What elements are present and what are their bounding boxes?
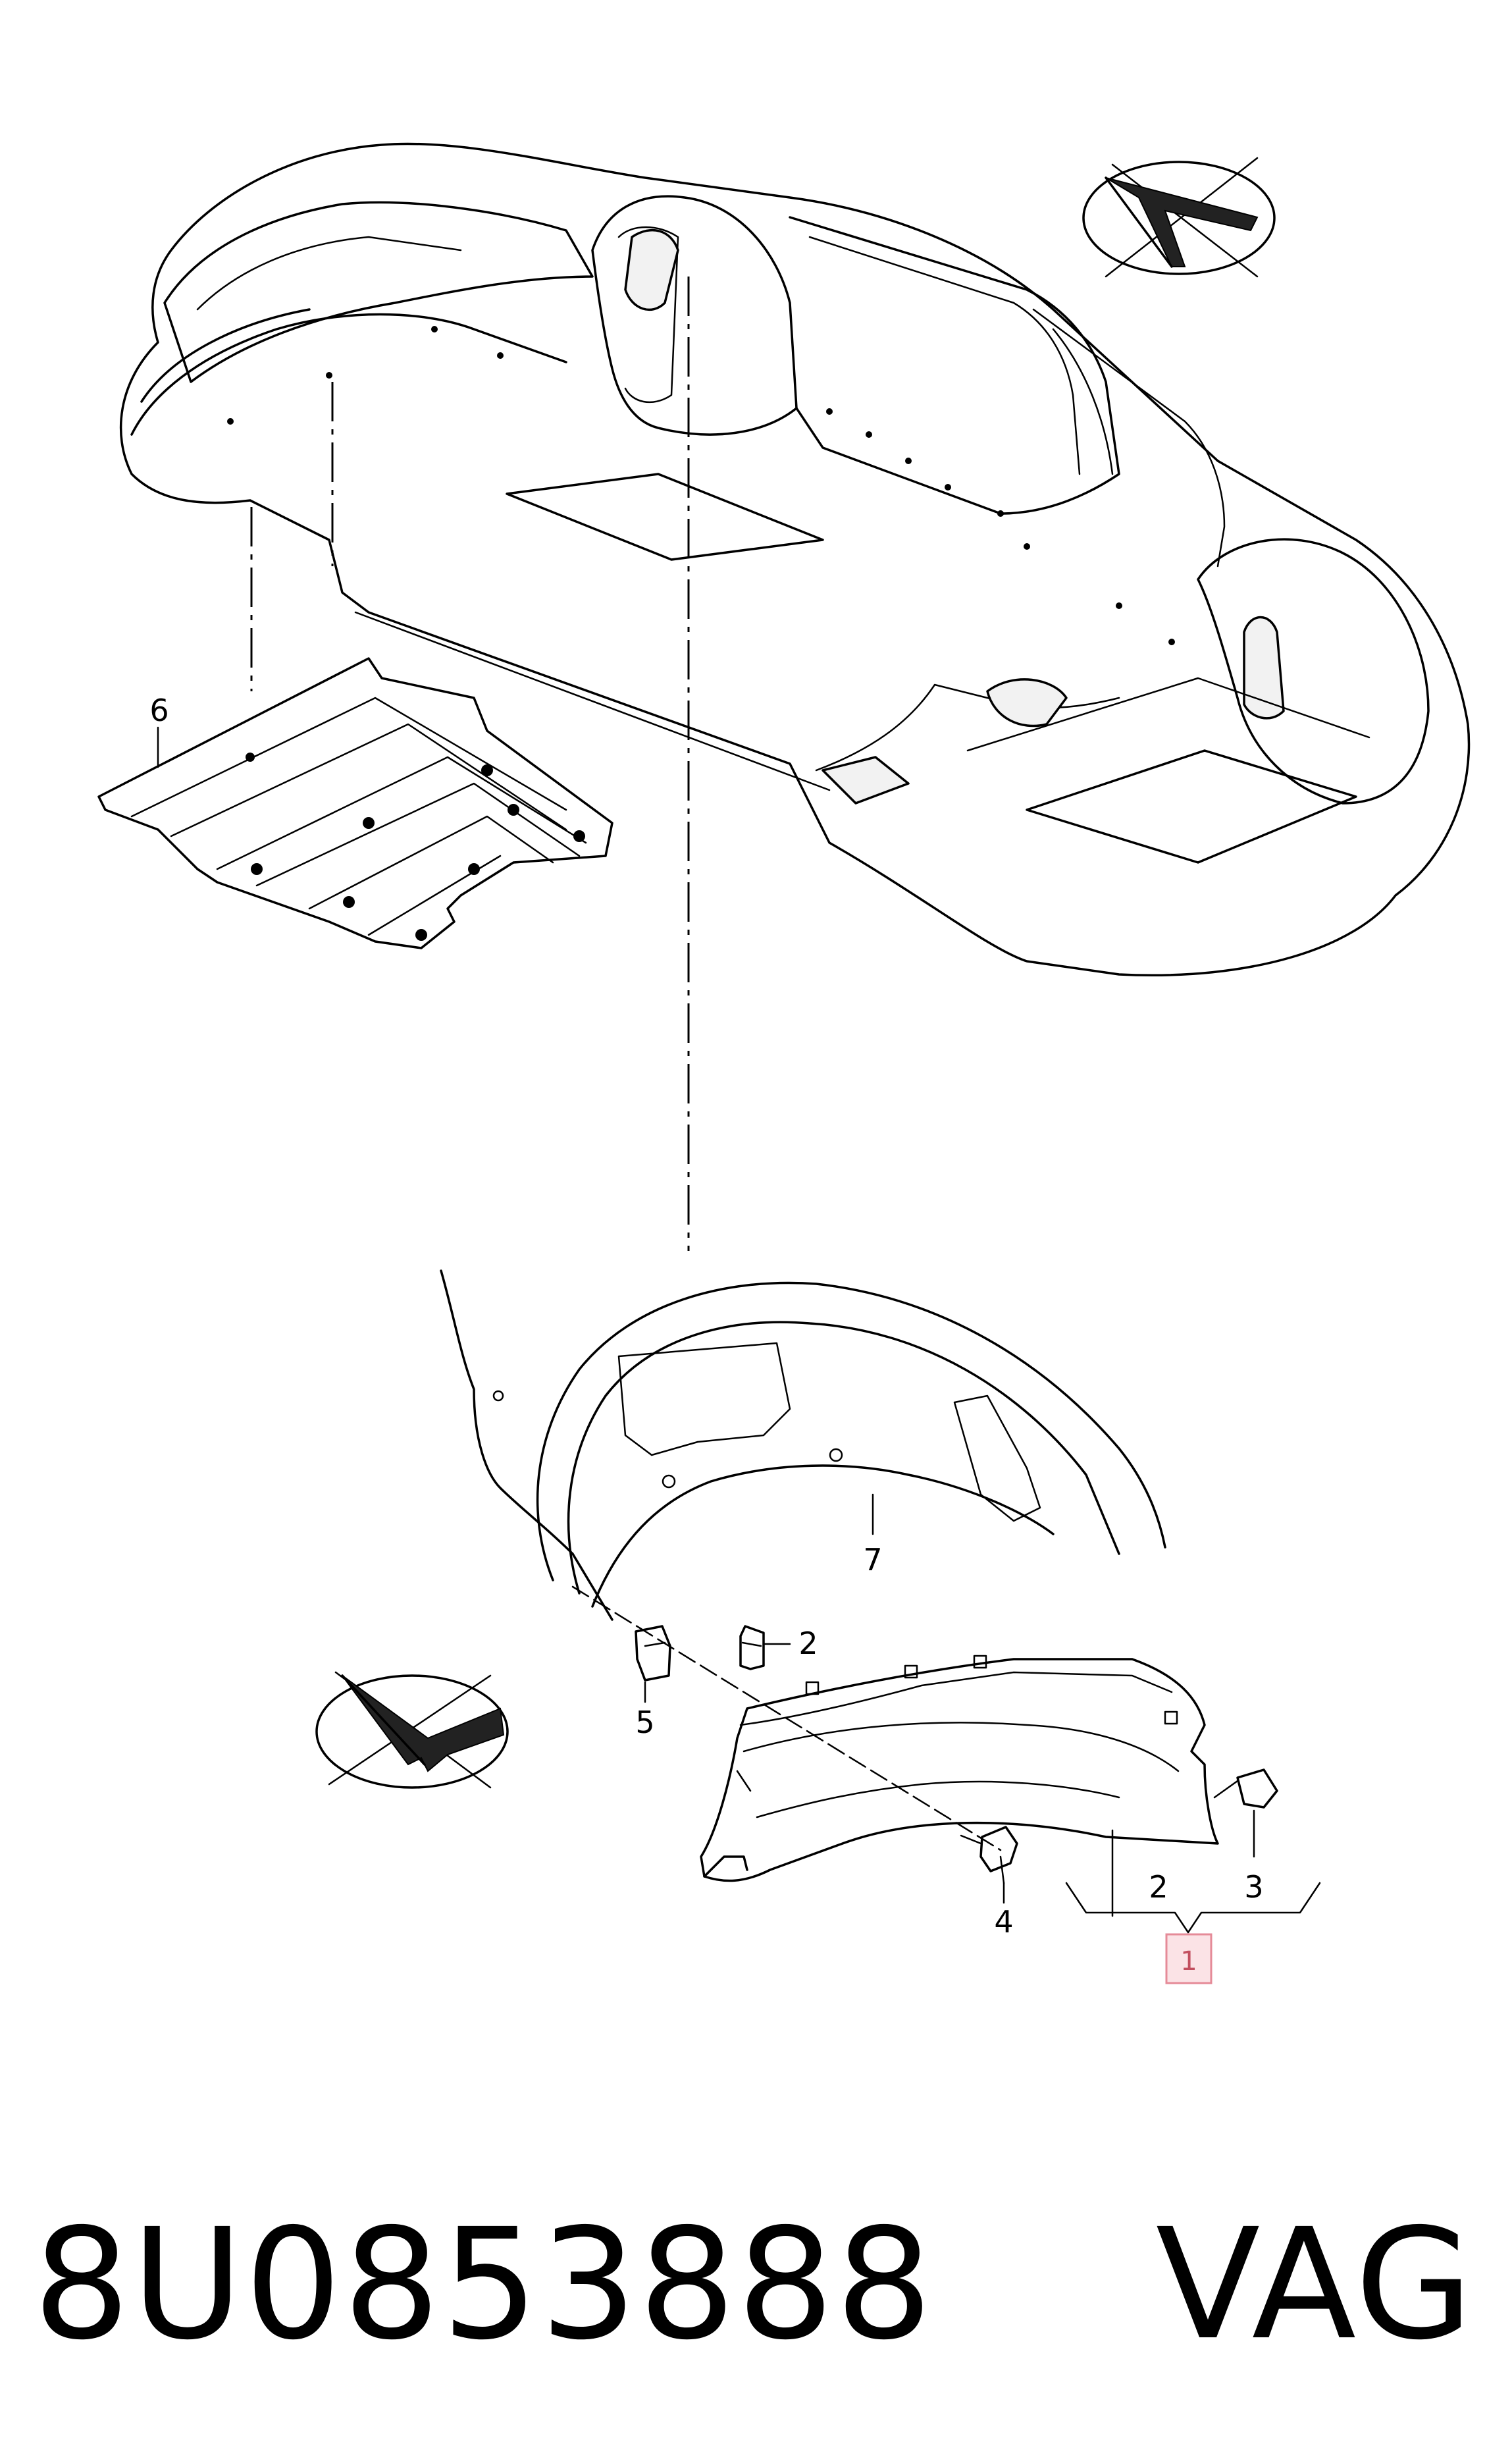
part-number-label: 8U0853888 [33,2196,934,2374]
car-underbody [119,142,1471,977]
underbody-cover-part-6 [97,657,613,949]
callout-5: 5 [635,1705,654,1740]
brand-label: VAG [1156,2196,1474,2374]
orientation-indicator-bottom [315,1671,509,1789]
leader-line-cover [250,382,334,691]
clip-part-5 [635,1625,671,1682]
callout-2-lower: 2 [1149,1869,1168,1905]
callout-1: 1 [1180,1946,1197,1976]
highlight-callout-1 [1165,1933,1212,1984]
callout-3: 3 [1244,1869,1263,1905]
callout-2-upper: 2 [798,1626,818,1661]
callout-6: 6 [149,693,169,728]
callout-4: 4 [994,1904,1013,1940]
assembly-bracket [1065,1829,1321,1934]
wheel-housing-liner-part-7 [440,1269,1166,1621]
callout-7: 7 [863,1542,882,1578]
bolt-part-4 [960,1826,1018,1884]
clip-part-2-upper [739,1625,765,1670]
wheel-arch-liner-part-1 [700,1655,1219,1882]
clip-part-3 [1213,1768,1278,1809]
orientation-indicator-top [1082,157,1276,278]
